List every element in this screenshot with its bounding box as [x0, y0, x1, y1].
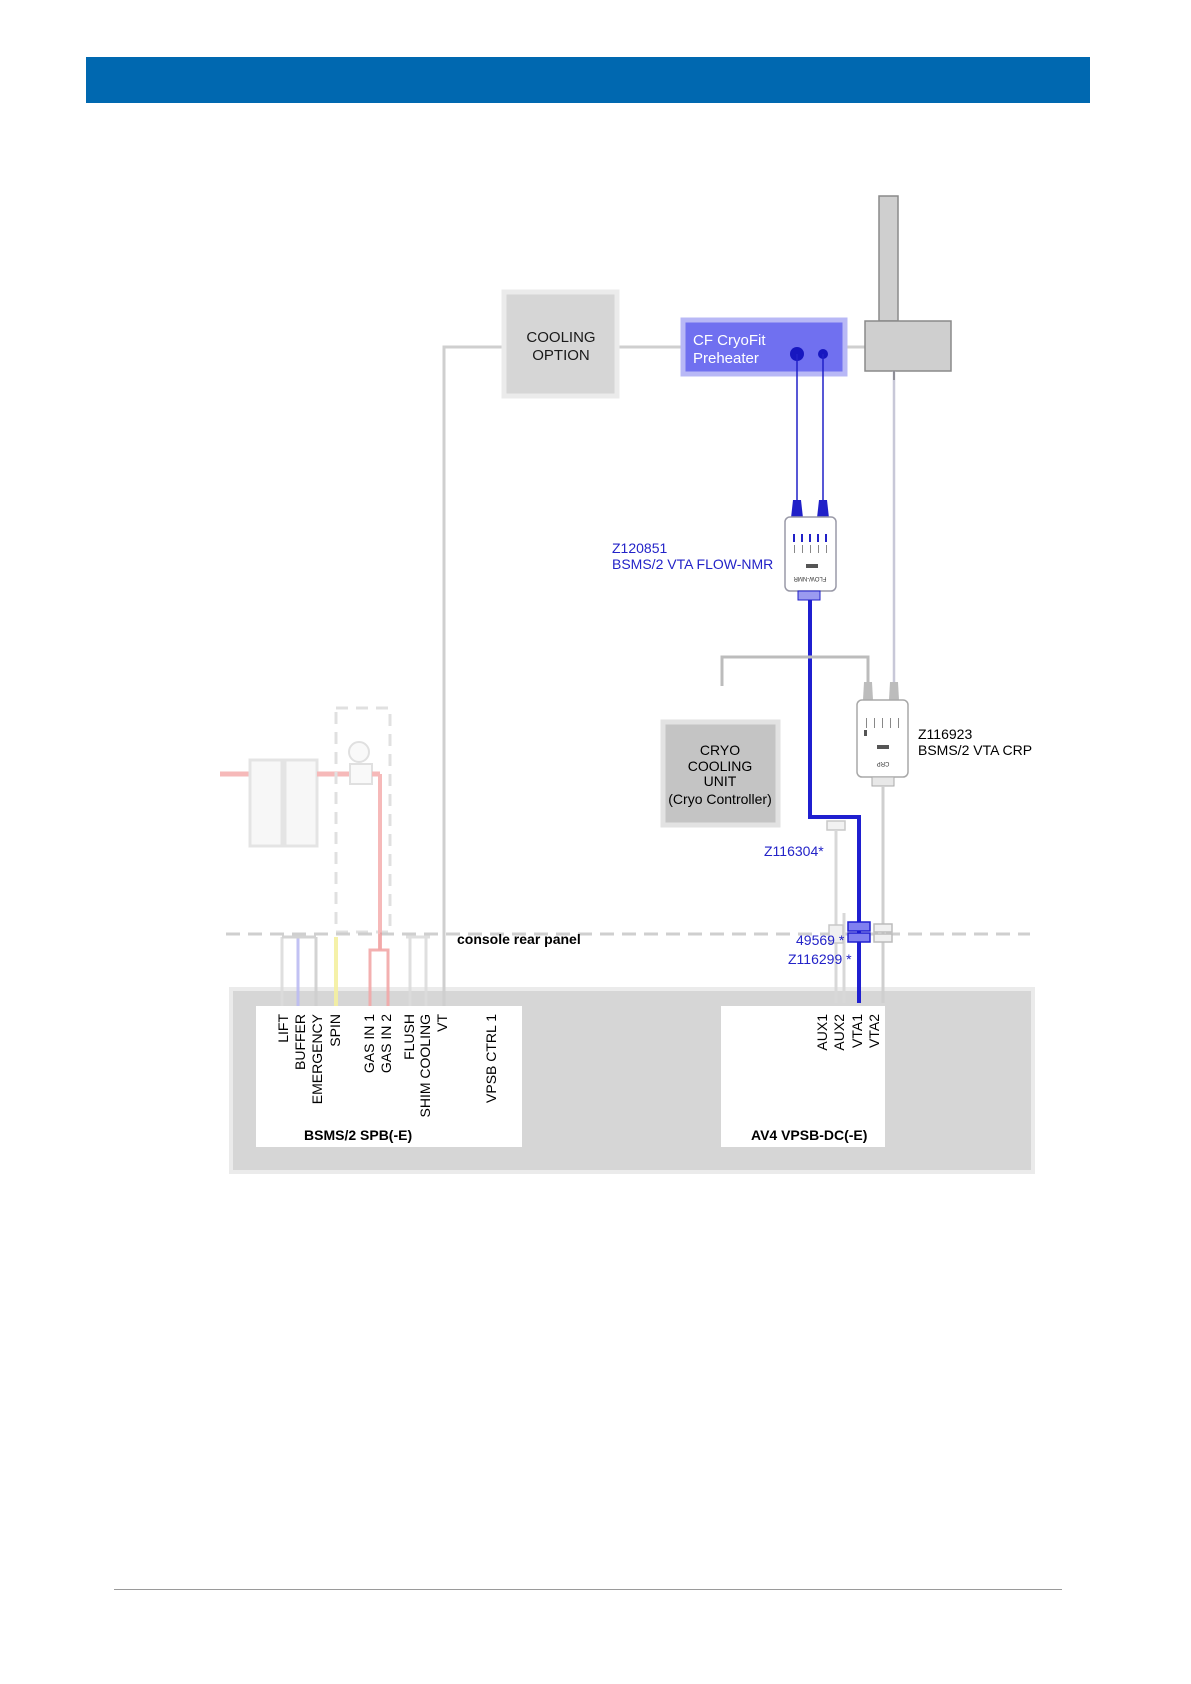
footer-rule — [114, 1589, 1062, 1590]
flow-nmr-name: BSMS/2 VTA FLOW-NMR — [612, 556, 773, 572]
crp-device-label: CRP — [877, 760, 890, 766]
vt-line-cooling — [442, 345, 504, 1012]
spb-gas-lines — [280, 934, 430, 1012]
preheater-line1: CF CryoFit — [693, 332, 766, 349]
vta-cable — [808, 600, 861, 1003]
port-vta1: VTA1 — [849, 1014, 865, 1048]
gas-supply-faded — [220, 706, 392, 950]
label-49569: 49569 * — [796, 932, 845, 948]
vpsb-title: AV4 VPSB-DC(-E) — [751, 1127, 867, 1143]
connector-49569 — [847, 921, 871, 932]
port-emergency: EMERGENCY — [309, 1013, 325, 1104]
vpsb-port-labels: AUX1 AUX2 VTA1 VTA2 — [814, 1014, 882, 1051]
cooling-option-line1: COOLING — [526, 329, 595, 346]
cooling-option-box: COOLING OPTION — [501, 289, 620, 399]
crp-part: Z116923 — [918, 726, 972, 742]
flow-nmr-device-label: FLOW-NMR — [793, 575, 827, 581]
cryo-cooling-unit: CRYO COOLING UNIT (Cryo Controller) — [660, 719, 781, 828]
console-rear-panel-label: console rear panel — [457, 931, 581, 947]
flow-nmr-part: Z120851 — [612, 540, 667, 556]
probe-base — [864, 320, 952, 372]
spb-title: BSMS/2 SPB(-E) — [304, 1127, 412, 1143]
port-spin: SPIN — [327, 1014, 343, 1047]
port-flush: FLUSH — [401, 1014, 417, 1060]
probe-column — [878, 195, 899, 322]
cryo-line4: (Cryo Controller) — [668, 791, 771, 807]
cryo-line2: COOLING — [688, 758, 753, 774]
preheater-line2: Preheater — [693, 350, 759, 367]
port-vta2: VTA2 — [866, 1014, 882, 1048]
header-bar — [86, 57, 1090, 103]
port-gas-in-1: GAS IN 1 — [361, 1014, 377, 1073]
spb-port-labels: LIFT BUFFER EMERGENCY SPIN GAS IN 1 GAS … — [275, 1013, 499, 1117]
port-vpsb-ctrl-1: VPSB CTRL 1 — [483, 1014, 499, 1103]
port-buffer: BUFFER — [292, 1014, 308, 1070]
flow-nmr-device: FLOW-NMR — [784, 516, 837, 601]
crp-name: BSMS/2 VTA CRP — [918, 742, 1032, 758]
cryo-line3: UNIT — [704, 773, 737, 789]
preheater-box: CF CryoFit Preheater — [680, 317, 848, 377]
vpsb-module — [721, 1006, 885, 1147]
label-z116304: Z116304* — [764, 843, 824, 859]
cooling-option-line2: OPTION — [532, 347, 590, 364]
label-z116299: Z116299 * — [788, 951, 852, 967]
port-gas-in-2: GAS IN 2 — [378, 1014, 394, 1073]
crp-device: CRP — [856, 699, 909, 787]
port-lift: LIFT — [275, 1014, 291, 1043]
port-shim-cooling: SHIM COOLING — [417, 1014, 433, 1117]
port-aux2: AUX2 — [831, 1014, 847, 1051]
spb-module — [256, 1006, 522, 1147]
cryo-line1: CRYO — [700, 742, 740, 758]
port-aux1: AUX1 — [814, 1014, 830, 1051]
port-vt: VT — [434, 1014, 450, 1032]
